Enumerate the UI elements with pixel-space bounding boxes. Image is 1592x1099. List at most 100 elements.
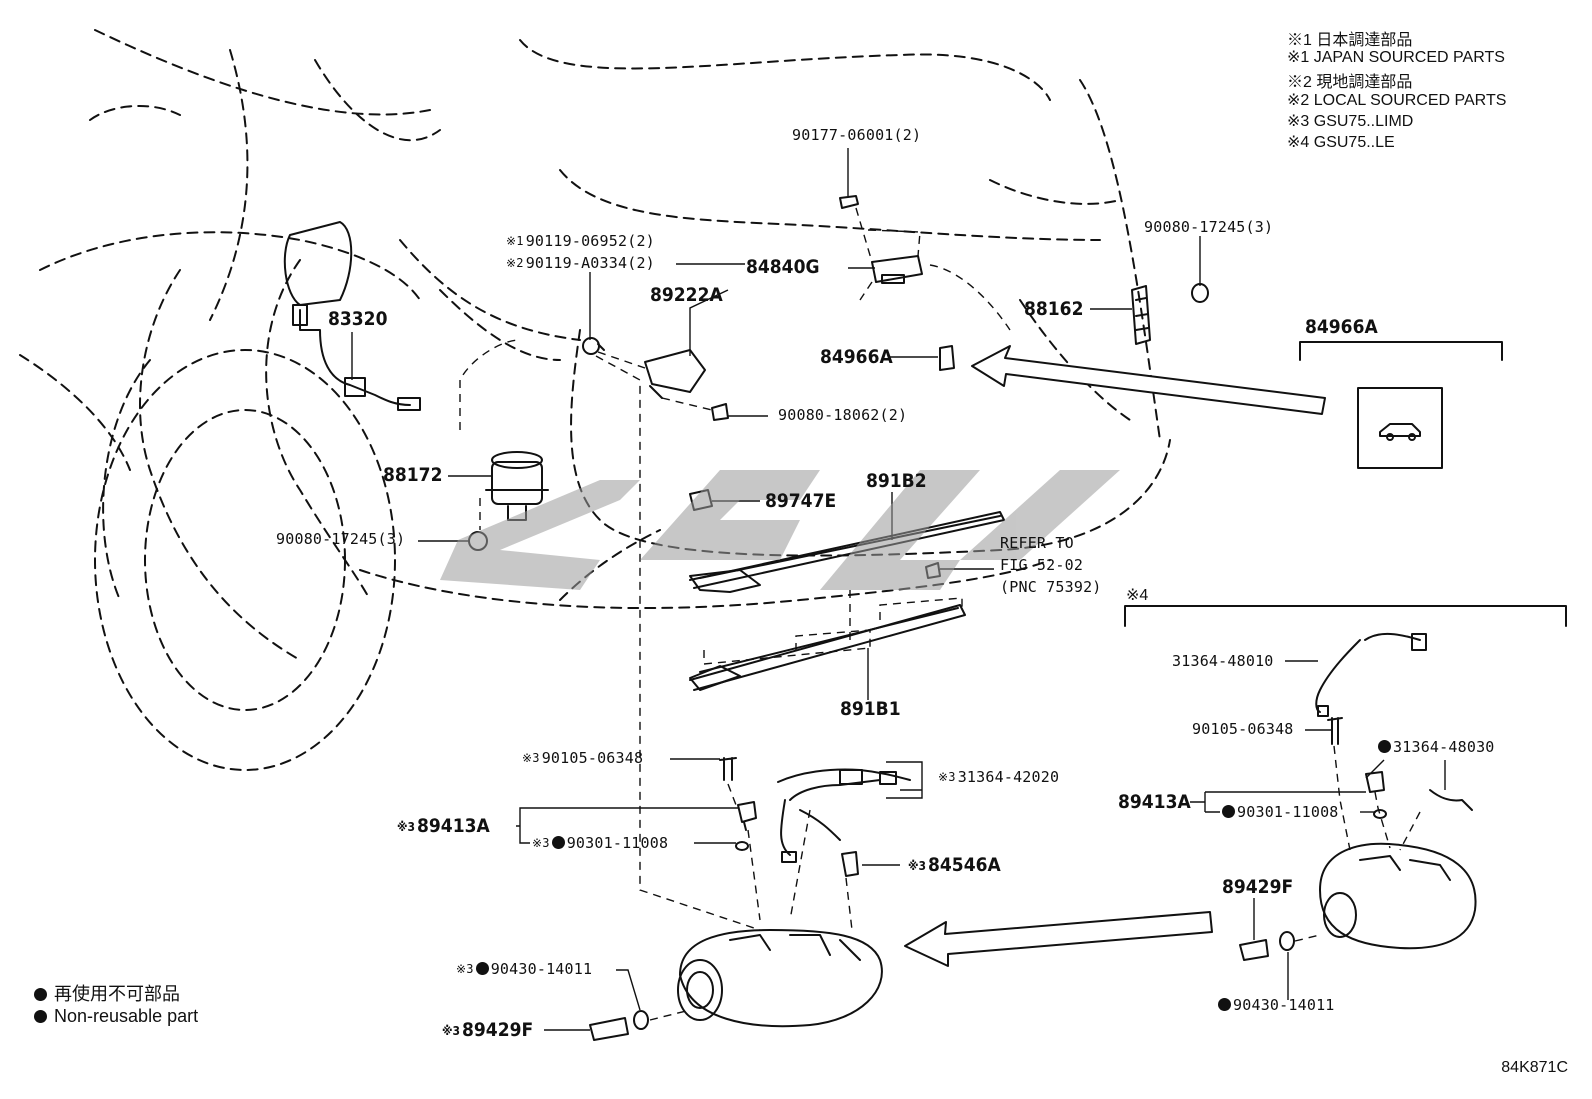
label-89429F-left-text: 89429F — [462, 1019, 534, 1041]
label-90430-14011-left-text: 90430-14011 — [490, 960, 593, 978]
legend-text-2: Non-reusable part — [54, 1006, 199, 1026]
label-90301-11008-left: ※3 90301-11008 — [532, 836, 668, 851]
non-reusable-dot — [1378, 740, 1391, 753]
refer-line-1: REFER TO — [1000, 534, 1074, 552]
harness-31364-48030 — [1429, 789, 1473, 811]
label-89747E: 89747E — [765, 490, 837, 512]
harness-31364-42020 — [777, 768, 911, 863]
sensor-harness-83320 — [292, 304, 421, 411]
mark-3: ※3 — [908, 859, 927, 873]
mark-1: ※1 — [506, 234, 524, 248]
legend-row-2: Non-reusable part — [34, 1006, 198, 1027]
label-84546A-text: 84546A — [928, 854, 1001, 876]
mark-3: ※3 — [397, 820, 416, 834]
speed-sensor-89413A-left — [719, 757, 757, 851]
emblem-84966A — [939, 345, 955, 371]
label-90430-14011-right-text: 90430-14011 — [1233, 996, 1335, 1014]
note-3: ※2 現地調達部品 — [1287, 74, 1413, 91]
clip-90080-18062 — [711, 403, 729, 421]
label-89413A-right: 89413A — [1118, 791, 1191, 813]
non-reusable-dot — [475, 962, 489, 975]
label-89222A: 89222A — [650, 284, 723, 306]
label-90301-11008-right-text: 90301-11008 — [1237, 803, 1339, 821]
label-84966A: 84966A — [820, 346, 893, 368]
bracket-88162 — [1131, 285, 1151, 345]
speed-sensor-89413A-right — [1365, 771, 1385, 793]
non-reusable-dot — [551, 836, 565, 849]
mark-3: ※3 — [442, 1024, 461, 1038]
label-31364-48030-text: 31364-48030 — [1393, 738, 1495, 756]
clip-90119 — [582, 337, 605, 355]
mark-3: ※3 — [532, 836, 550, 850]
mark-3: ※3 — [938, 770, 956, 784]
non-reusable-dot — [1222, 805, 1235, 818]
mark-3: ※3 — [522, 751, 540, 765]
switch-84546A — [841, 851, 859, 877]
label-31364-48030: 31364-48030 — [1378, 740, 1495, 755]
wheel-outline — [94, 349, 396, 771]
label-90301-11008-right: 90301-11008 — [1222, 805, 1339, 820]
label-88162: 88162 — [1024, 298, 1084, 320]
fuel-lid-outline — [283, 221, 353, 306]
label-89429F-right: 89429F — [1222, 876, 1294, 898]
inset-emblem-frame — [1357, 387, 1443, 469]
legend-dot — [34, 988, 47, 1001]
label-88172: 88172 — [383, 464, 443, 486]
label-90430-14011-right: 90430-14011 — [1218, 998, 1335, 1013]
label-90105-06348-left-text: 90105-06348 — [541, 749, 644, 767]
watermark — [440, 470, 1120, 590]
legend-dot — [34, 1010, 47, 1023]
non-reusable-dot — [1218, 998, 1231, 1011]
mark-3: ※3 — [456, 962, 474, 976]
figure-code: 84K871C — [1501, 1059, 1568, 1076]
note-6: ※4 GSU75..LE — [1287, 134, 1395, 151]
label-90430-14011-left: ※3 90430-14011 — [456, 962, 592, 977]
arrow-to-transfer — [904, 911, 1213, 967]
clip-90080-17245-right — [1191, 283, 1209, 303]
note-5: ※3 GSU75..LIMD — [1287, 113, 1414, 130]
refer-line-2: FIG 52-02 — [1000, 556, 1084, 574]
note-2: ※1 JAPAN SOURCED PARTS — [1287, 49, 1505, 66]
label-90301-11008-left-text: 90301-11008 — [566, 834, 669, 852]
label-891B2: 891B2 — [866, 470, 927, 492]
label-84966A-inset: 84966A — [1305, 316, 1378, 338]
group-mark-4: ※4 — [1126, 587, 1149, 604]
label-83320: 83320 — [328, 308, 388, 330]
bolt-90105-right — [1327, 717, 1343, 745]
transfer-case-right — [1319, 842, 1477, 950]
arrow-to-emblem — [971, 345, 1326, 415]
sensor-bar-891B1 — [689, 604, 966, 691]
sensor-89429F-left — [589, 1010, 649, 1041]
label-31364-48010: 31364-48010 — [1172, 652, 1274, 670]
sensor-89429F-right — [1239, 931, 1295, 961]
label-90119-06952-text: 90119-06952(2) — [525, 232, 655, 250]
mark-2: ※2 — [506, 256, 524, 270]
label-90080-18062: 90080-18062(2) — [778, 406, 908, 424]
label-891B1: 891B1 — [840, 698, 901, 720]
transfer-case-left — [677, 929, 883, 1028]
harness-31364-48010 — [1315, 633, 1427, 717]
label-90080-17245-left: 90080-17245(3) — [276, 530, 406, 548]
note-4: ※2 LOCAL SOURCED PARTS — [1287, 92, 1507, 109]
label-90080-17245-right: 90080-17245(3) — [1144, 218, 1274, 236]
note-1: ※1 日本調達部品 — [1287, 32, 1413, 49]
label-84840G: 84840G — [746, 256, 820, 278]
legend-text-1: 再使用不可部品 — [54, 984, 181, 1004]
bracket-89222A — [644, 349, 706, 399]
clip-90177 — [839, 195, 859, 209]
refer-line-3: (PNC 75392) — [1000, 578, 1102, 596]
o-ring-90301-right — [1373, 809, 1387, 819]
switch-84840G — [871, 255, 923, 284]
label-89413A-left-text: 89413A — [417, 815, 490, 837]
label-31364-42020-text: 31364-42020 — [957, 768, 1060, 786]
label-90177: 90177-06001(2) — [792, 126, 922, 144]
